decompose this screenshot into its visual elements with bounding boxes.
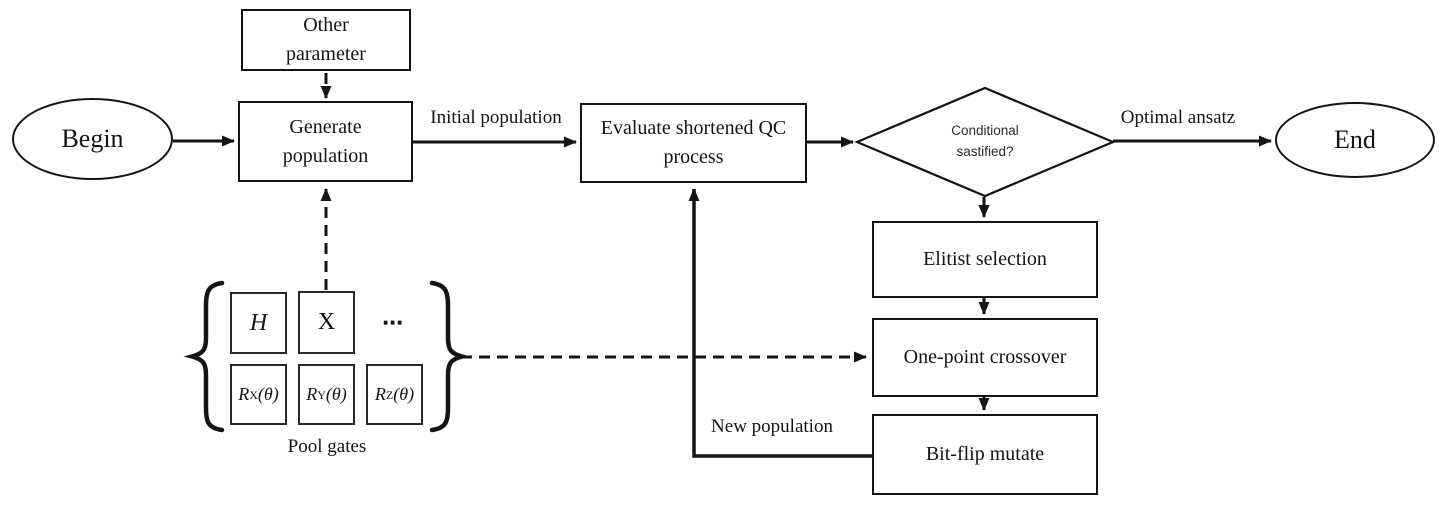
elitist-selection-label: Elitist selection <box>923 248 1047 270</box>
elitist-selection-node: Elitist selection <box>872 221 1098 298</box>
end-label: End <box>1334 125 1376 155</box>
new-population-label: New population <box>711 416 833 437</box>
optimal-ansatz-label: Optimal ansatz <box>1120 107 1236 128</box>
evaluate-qc-label: Evaluate shortened QC process <box>600 117 787 168</box>
end-node: End <box>1275 102 1435 178</box>
bit-flip-mutate-label: Bit-flip mutate <box>925 443 1045 465</box>
generate-population-node: Generate population <box>238 101 413 182</box>
gate-ry-arg: (θ) <box>325 384 347 404</box>
one-point-crossover-label: One-point crossover <box>903 346 1067 368</box>
evaluate-qc-node: Evaluate shortened QC process <box>580 103 807 183</box>
gate-x: X <box>298 291 355 354</box>
initial-population-label: Initial population <box>430 107 562 128</box>
bit-flip-mutate-node: Bit-flip mutate <box>872 414 1098 495</box>
conditional-label: Conditional sastified? <box>951 123 1019 159</box>
gate-rz-base: R <box>374 384 386 404</box>
conditional-diamond <box>854 86 1116 198</box>
gate-rx-arg: (θ) <box>257 384 279 404</box>
pool-gates-caption: Pool gates <box>287 436 367 457</box>
gate-ry-base: R <box>306 384 318 404</box>
edge-mutate-to-evaluate-feedback <box>688 188 872 458</box>
gate-h: H <box>230 292 287 354</box>
begin-label: Begin <box>61 124 124 154</box>
one-point-crossover-node: One-point crossover <box>872 318 1098 397</box>
other-parameter-node: Other parameter <box>241 9 411 71</box>
gate-rx-base: R <box>238 384 250 404</box>
gate-h-label: H <box>249 309 268 336</box>
pool-ellipsis: ⋯ <box>382 311 404 335</box>
gate-x-label: X <box>317 309 336 335</box>
generate-population-label: Generate population <box>282 115 369 167</box>
gate-rz-arg: (θ) <box>393 384 415 404</box>
other-parameter-label: Other parameter <box>286 14 366 65</box>
begin-node: Begin <box>12 98 173 180</box>
pool-brace-right <box>429 280 471 433</box>
pool-brace-left <box>183 280 225 433</box>
